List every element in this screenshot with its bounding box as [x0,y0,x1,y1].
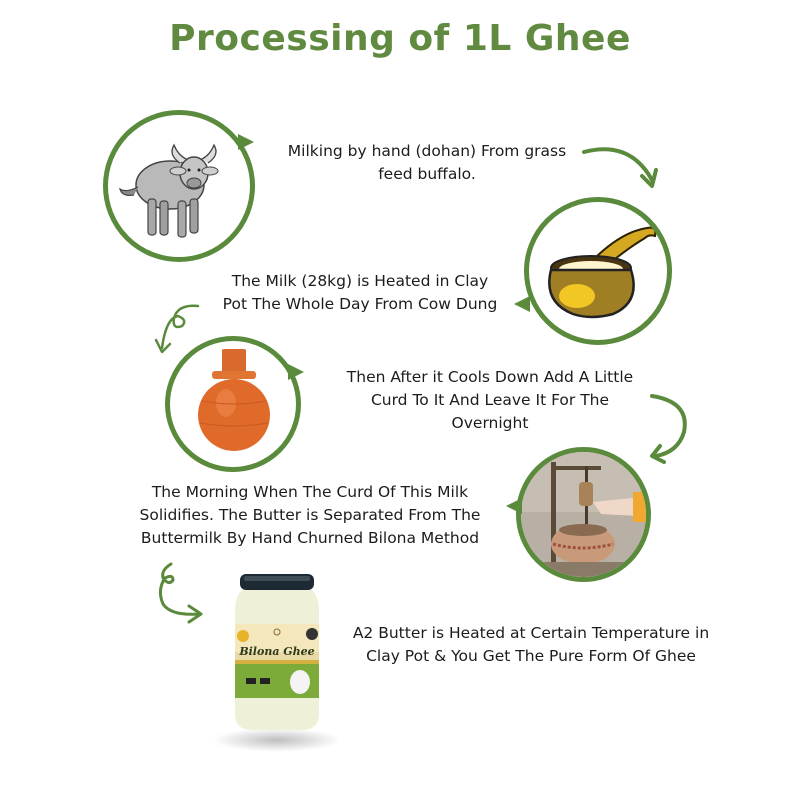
buffalo-icon [119,143,219,238]
step-5-text: A2 Butter is Heated at Certain Temperatu… [326,622,736,668]
step-5-line-1: A2 Butter is Heated at Certain Temperatu… [352,624,710,642]
step-3-bubble-tail [288,364,304,380]
loop-arrow-icon-2 [158,562,203,624]
jar-shadow [212,728,342,752]
step-2-bubble-tail [514,296,530,312]
step-1-text: Milking by hand (dohan) From grass feed … [272,140,582,186]
clay-pot-icon [198,349,270,451]
step-3-line-1: Then After it Cools Down Add A Little [346,368,634,386]
page-title: Processing of 1L Ghee [169,18,631,59]
step-5-line-2: Clay Pot & You Get The Pure Form Of Ghee [366,647,696,665]
bilona-churn-icon [521,452,646,577]
curved-arrow-icon-2 [650,394,687,464]
step-4-text: The Morning When The Curd Of This Milk S… [110,481,510,550]
step-2-bubble [524,197,672,345]
step-3-bubble [165,336,301,472]
step-2-line-1: The Milk (28kg) is Heated in Clay [231,272,489,290]
step-4-line-1: The Morning When The Curd Of This Milk [151,483,469,501]
step-1-bubble-tail [238,134,254,150]
jar-label-text: Bilona Ghee [238,645,314,658]
step-4-line-3: Buttermilk By Hand Churned Bilona Method [140,529,480,547]
step-1-line-1: Milking by hand (dohan) From grass [287,142,567,160]
step-3-text: Then After it Cools Down Add A Little Cu… [325,366,655,435]
step-2-text: The Milk (28kg) is Heated in Clay Pot Th… [200,270,520,316]
step-4-line-2: Solidifies. The Butter is Separated From… [139,506,481,524]
step-4-bubble [516,447,651,582]
step-3-line-3: Overnight [451,414,529,432]
ghee-jar-icon: Bilona Ghee [234,574,320,730]
curved-arrow-icon [582,147,658,188]
step-1-line-2: feed buffalo. [378,165,476,183]
step-3-line-2: Curd To It And Leave It For The [370,391,610,409]
brass-pot-icon [548,226,657,319]
step-1-bubble [103,110,255,262]
loop-arrow-icon [154,304,200,354]
step-4-bubble-tail [506,498,522,514]
step-2-line-2: Pot The Whole Day From Cow Dung [222,295,498,313]
